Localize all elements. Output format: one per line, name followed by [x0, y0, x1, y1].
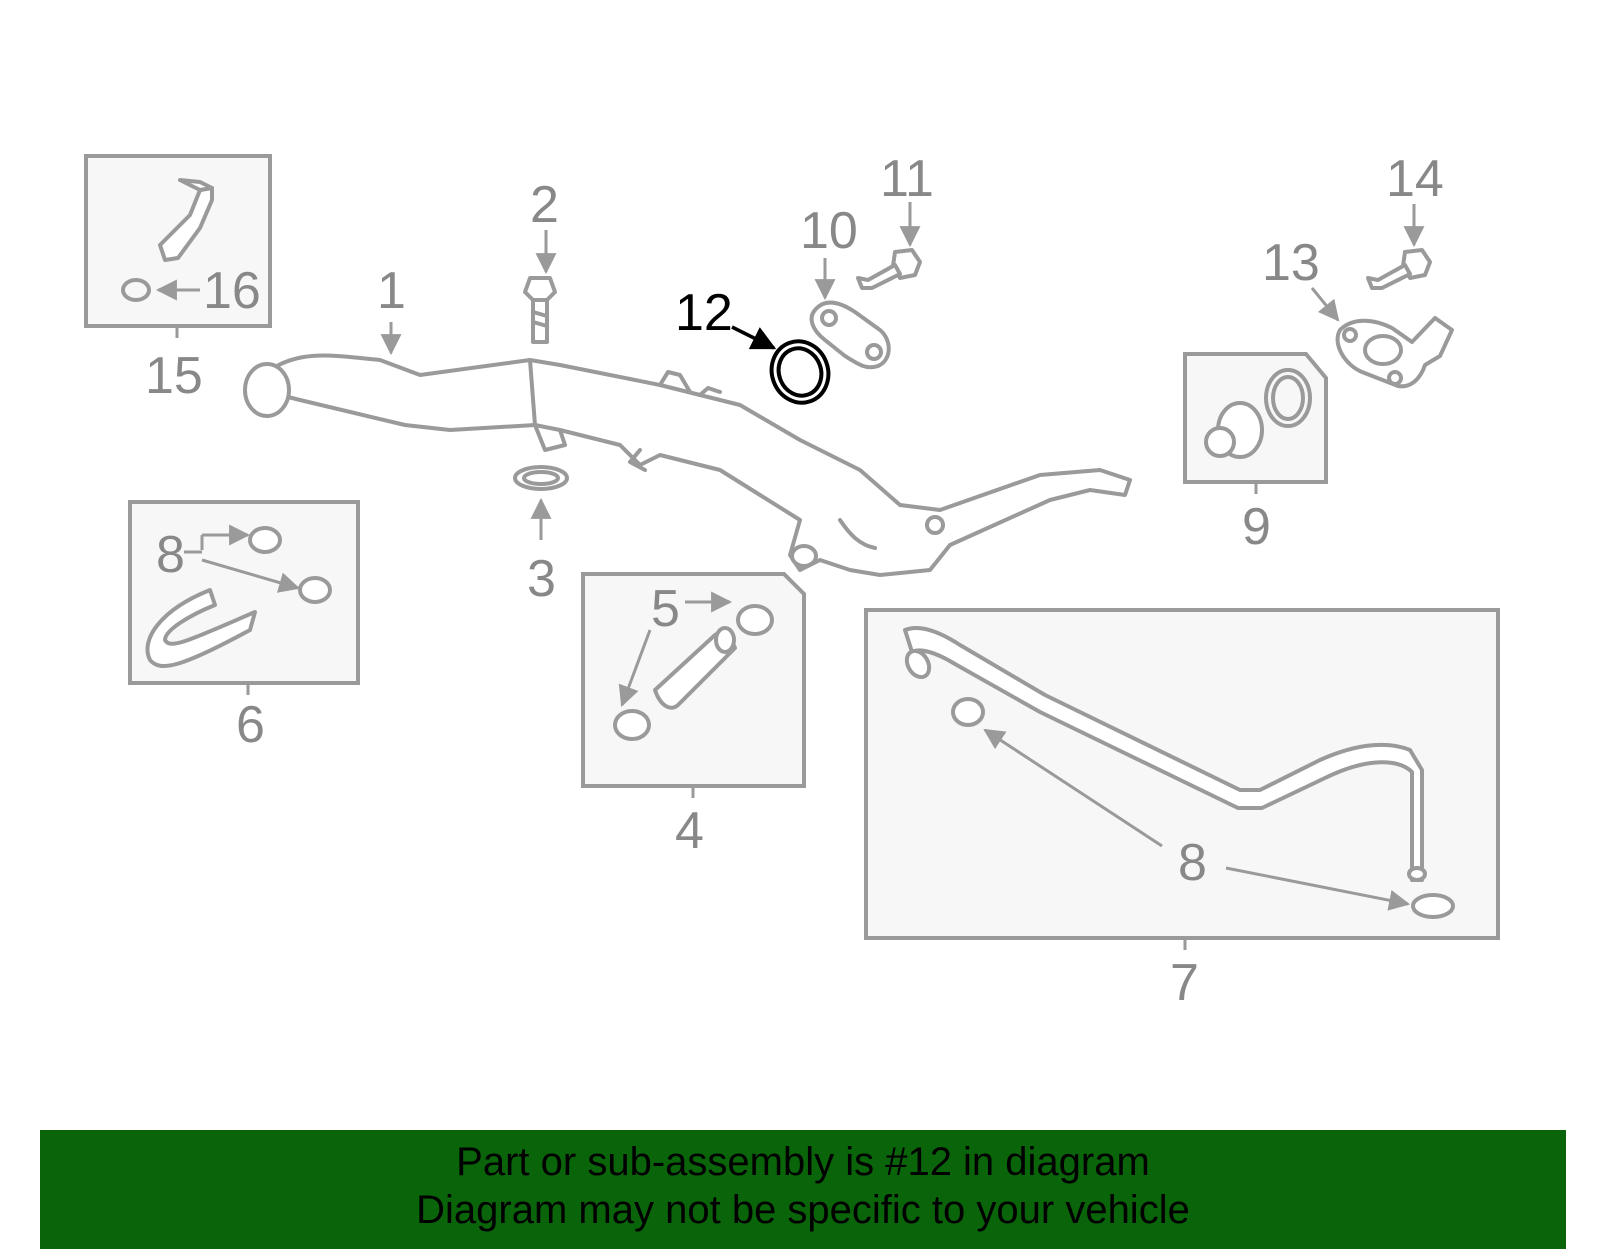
- gasket-part-3: [513, 465, 569, 491]
- callout-10: 10: [800, 202, 858, 260]
- box-part-4: [581, 572, 806, 798]
- water-pipe-assembly: [243, 353, 1132, 577]
- callout-13: 13: [1262, 234, 1320, 292]
- callout-7: 7: [1170, 954, 1199, 1012]
- callout-9: 9: [1242, 498, 1271, 556]
- callout-5: 5: [651, 580, 680, 638]
- cover-part-13: [1335, 316, 1454, 389]
- callout-3: 3: [527, 550, 556, 608]
- callout-8-box7: 8: [1178, 834, 1207, 892]
- footer-banner: Part or sub-assembly is #12 in diagram D…: [40, 1130, 1566, 1249]
- bolt-part-2: [523, 276, 557, 344]
- bolt-part-11: [856, 248, 922, 290]
- o-ring-part-12-highlighted: [769, 339, 831, 405]
- gasket-part-10: [809, 300, 891, 370]
- callout-11: 11: [880, 150, 934, 208]
- callout-16: 16: [203, 262, 261, 320]
- callout-2: 2: [530, 176, 559, 234]
- bolt-part-14: [1366, 248, 1432, 290]
- callout-14: 14: [1386, 150, 1444, 208]
- box-part-15: [84, 154, 272, 338]
- footer-line-2: Diagram may not be specific to your vehi…: [416, 1188, 1190, 1232]
- callout-8-box6: 8: [156, 526, 185, 584]
- callout-6: 6: [236, 696, 265, 754]
- box-part-9: [1183, 352, 1328, 494]
- callout-1: 1: [377, 262, 406, 320]
- callout-4: 4: [675, 802, 704, 860]
- box-part-7: [864, 608, 1500, 950]
- box-part-6: [128, 500, 360, 695]
- footer-line-1: Part or sub-assembly is #12 in diagram: [456, 1140, 1150, 1184]
- callout-12-highlighted: 12: [675, 284, 733, 342]
- callout-15: 15: [145, 347, 203, 405]
